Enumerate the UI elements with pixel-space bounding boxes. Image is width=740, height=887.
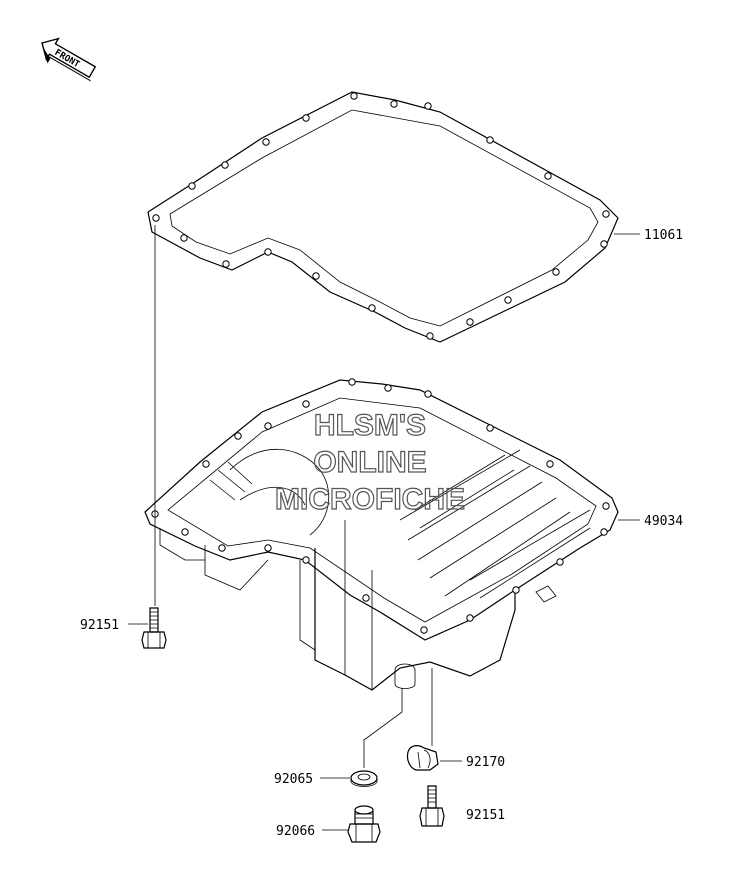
part-label-92066: 92066 [276,824,315,839]
clamp[interactable] [406,745,439,771]
washer[interactable] [350,770,378,787]
drain-plug[interactable] [347,805,381,843]
oil-pan-gasket[interactable] [147,91,619,343]
part-labels: 11061 49034 92151 92170 92065 92151 9206… [80,228,683,839]
watermark-line-3: MICROFICHE [275,483,465,516]
part-label-49034: 49034 [644,514,683,529]
watermark-line-1: HLSM'S [314,409,426,442]
part-label-11061: 11061 [644,228,683,243]
pan-bolt-holes [151,378,610,634]
bolt-left[interactable] [141,607,167,649]
bolt-right[interactable] [419,785,445,827]
oil-pan[interactable] [144,378,619,691]
front-arrow-icon: FRONT [41,37,97,82]
part-label-92065: 92065 [274,772,313,787]
leader-lines [128,225,640,831]
watermark-line-2: ONLINE [313,446,426,479]
part-label-92151-left: 92151 [80,618,119,633]
watermark: HLSM'S ONLINE MICROFICHE [274,408,465,516]
gasket-bolt-holes [152,92,610,340]
part-label-92151-right: 92151 [466,808,505,823]
part-label-92170: 92170 [466,755,505,770]
